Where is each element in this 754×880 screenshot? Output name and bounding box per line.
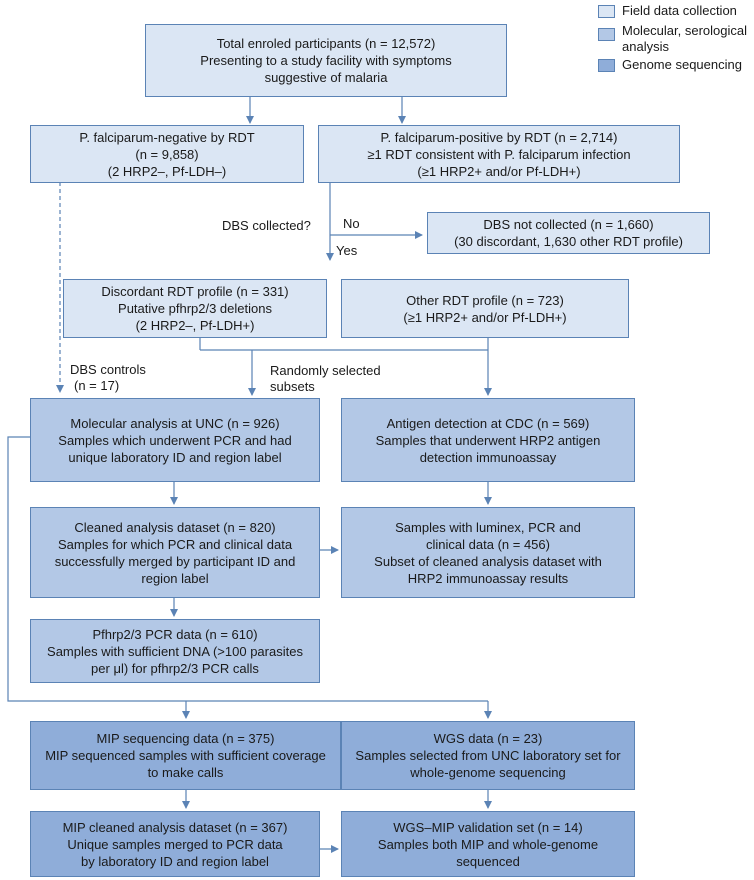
box-pcr-data: Pfhrp2/3 PCR data (n = 610) Samples with… xyxy=(30,619,320,683)
box-wgs-mip-validation: WGS–MIP validation set (n = 14) Samples … xyxy=(341,811,635,877)
legend-swatch-field xyxy=(598,5,615,18)
box-mip-sequencing: MIP sequencing data (n = 375) MIP sequen… xyxy=(30,721,341,790)
legend-label-molecular-2: analysis xyxy=(622,39,669,54)
legend-swatch-genome xyxy=(598,59,615,72)
label-yes: Yes xyxy=(336,243,358,258)
legend-label-field: Field data collection xyxy=(622,3,737,18)
box-pf-negative: P. falciparum-negative by RDT (n = 9,858… xyxy=(30,125,304,183)
box-discordant-rdt: Discordant RDT profile (n = 331) Putativ… xyxy=(63,279,327,338)
box-other-rdt: Other RDT profile (n = 723) (≥1 HRP2+ an… xyxy=(341,279,629,338)
box-wgs-data: WGS data (n = 23) Samples selected from … xyxy=(341,721,635,790)
line-unc-bracket xyxy=(7,436,488,702)
box-cleaned-analysis: Cleaned analysis dataset (n = 820) Sampl… xyxy=(30,507,320,598)
label-dbs-controls-n: (n = 17) xyxy=(74,378,120,393)
box-mip-cleaned: MIP cleaned analysis dataset (n = 367) U… xyxy=(30,811,320,877)
box-total-enroled: Total enroled participants (n = 12,572) … xyxy=(145,24,507,97)
box-dbs-not-collected: DBS not collected (n = 1,660) (30 discor… xyxy=(427,212,710,254)
legend-label-genome: Genome sequencing xyxy=(622,57,742,72)
box-luminex-pcr: Samples with luminex, PCR and clinical d… xyxy=(341,507,635,598)
legend-swatch-molecular xyxy=(598,28,615,41)
label-randomly-selected: Randomly selected xyxy=(270,363,381,378)
label-dbs-collected: DBS collected? xyxy=(222,218,311,233)
label-no: No xyxy=(343,216,360,231)
label-subsets: subsets xyxy=(270,379,315,394)
box-antigen-cdc: Antigen detection at CDC (n = 569) Sampl… xyxy=(341,398,635,482)
label-dbs-controls: DBS controls xyxy=(70,362,146,377)
legend-label-molecular-1: Molecular, serological xyxy=(622,23,748,38)
box-pf-positive: P. falciparum-positive by RDT (n = 2,714… xyxy=(318,125,680,183)
box-molecular-unc: Molecular analysis at UNC (n = 926) Samp… xyxy=(30,398,320,482)
